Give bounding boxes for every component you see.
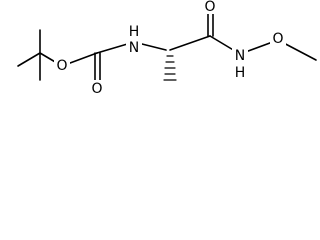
carbamate-nh-n-label: N	[129, 40, 139, 56]
amide-nh-h-label: H	[235, 65, 246, 81]
amide-carbonyl-oxygen-label: O	[204, 0, 215, 15]
molecule-diagram: O H N O O N H O	[17, 0, 317, 98]
methoxy-oxygen-label: O	[272, 31, 283, 47]
carbamate-nh-h-label: H	[129, 24, 140, 40]
ester-oxygen-label: O	[56, 58, 67, 74]
carbamate-carbonyl-oxygen-label: O	[91, 81, 102, 97]
amide-nh-n-label: N	[235, 48, 245, 64]
bond-alpha-c-to-amide-c	[169, 35, 211, 51]
stereo-hash-bond	[163, 55, 177, 81]
bond-tbu-methyl-left	[17, 52, 41, 67]
